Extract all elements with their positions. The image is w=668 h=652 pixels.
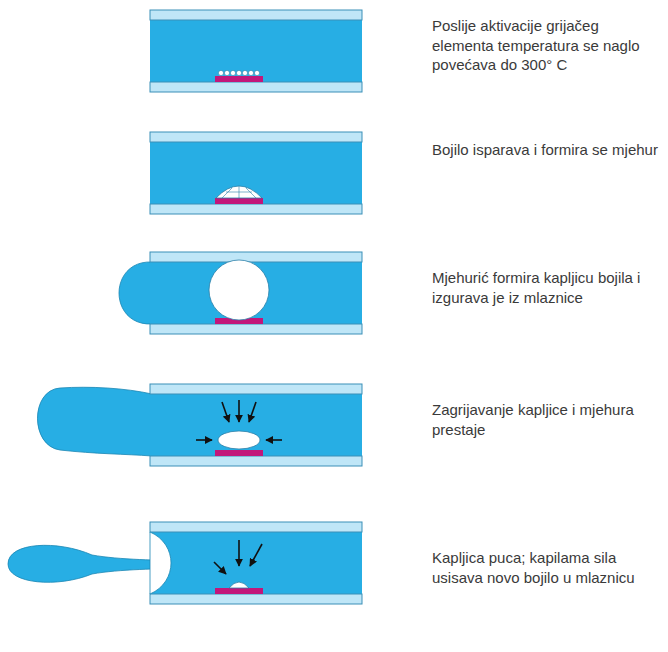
art-line <box>226 192 252 193</box>
art-ellipse <box>218 431 260 449</box>
stage-heating <box>150 10 362 92</box>
art-circle <box>236 70 241 75</box>
art-circle <box>230 70 235 75</box>
art-use <box>150 384 362 466</box>
art-path <box>38 387 153 456</box>
art-line <box>222 188 232 198</box>
step-caption: Bojilo isparava i formira se mjehur <box>432 140 658 160</box>
art-line <box>249 402 256 422</box>
art-path <box>216 186 262 198</box>
stage-heating-stops <box>38 384 363 466</box>
art-path <box>119 262 152 324</box>
step-caption: Kapljica puca; kapilama sila usisava nov… <box>432 548 658 587</box>
art-g <box>214 540 262 574</box>
art-line <box>222 402 229 422</box>
stage-droplet-breaks <box>8 522 362 604</box>
stage-droplet-ejecting <box>119 252 362 334</box>
art-g <box>218 70 259 75</box>
art-use <box>150 10 362 92</box>
art-line <box>266 439 282 441</box>
step-caption: Poslije aktivacije grijačeg elementa tem… <box>432 16 658 75</box>
art-line <box>238 540 240 566</box>
art-path <box>150 532 171 594</box>
stage-bubble-forming <box>150 132 362 214</box>
art-use <box>150 522 362 604</box>
art-g <box>222 186 256 198</box>
art-circle <box>218 70 223 75</box>
art-g <box>196 400 282 440</box>
art-circle <box>224 70 229 75</box>
art-line <box>196 439 212 441</box>
art-path <box>229 582 249 588</box>
art-circle <box>248 70 253 75</box>
art-use <box>150 252 362 334</box>
art-line <box>238 400 240 422</box>
step-caption: Zagrijavanje kapljice i mjehura prestaje <box>432 400 658 439</box>
art-circle <box>254 70 259 75</box>
art-line <box>250 544 262 566</box>
art-circle <box>242 70 247 75</box>
step-caption: Mjehurić formira kapljicu bojila i izgur… <box>432 268 658 307</box>
art-circle <box>209 260 269 320</box>
art-use <box>150 132 362 214</box>
art-line <box>246 188 256 198</box>
art-line <box>214 562 226 574</box>
